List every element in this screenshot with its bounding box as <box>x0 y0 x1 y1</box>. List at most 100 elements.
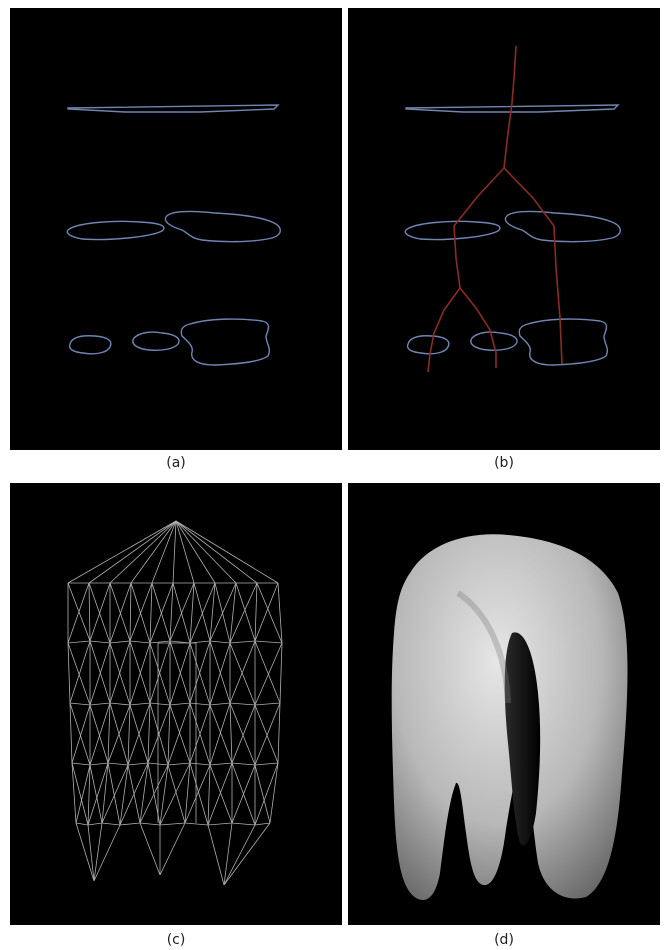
wireframe-edge <box>229 702 256 706</box>
wireframe-edge <box>223 822 233 886</box>
wireframe-edge <box>87 762 109 826</box>
wireframe-edge <box>175 520 237 584</box>
wireframe-edge <box>151 582 171 642</box>
wireframe-edge <box>189 642 211 706</box>
contour-middle-right <box>164 210 281 243</box>
wireframe-edge <box>231 704 256 764</box>
wireframe-edge <box>209 764 233 824</box>
wireframe-edge <box>139 822 161 876</box>
wireframe-edge <box>67 520 177 584</box>
wireframe-edge <box>207 764 211 826</box>
wireframe-edge <box>189 704 211 764</box>
wireframe-edge <box>109 640 131 704</box>
wireframe-edge <box>189 762 211 766</box>
wireframe-edge <box>209 640 231 644</box>
wireframe-edge <box>69 702 73 764</box>
wireframe-edge <box>89 704 109 764</box>
wireframe-edge <box>189 640 211 704</box>
wireframe-edge <box>269 762 279 824</box>
wireframe-edge <box>119 822 141 826</box>
contour-bottom-left <box>68 335 112 355</box>
wireframe-edge <box>149 702 171 706</box>
wireframe-edge <box>175 520 279 584</box>
caption-a: (a) <box>166 455 186 471</box>
wireframe-edge <box>107 702 111 764</box>
wireframe-edge <box>139 762 149 824</box>
skeleton-left-leaf <box>427 287 461 373</box>
wireframe-edge <box>89 582 111 642</box>
wireframe-edge <box>189 702 211 706</box>
wireframe-edge <box>209 762 233 766</box>
wireframe-edge <box>87 822 103 826</box>
wireframe-edge <box>87 764 91 826</box>
contour-middle-left <box>66 220 165 241</box>
wireframe-edge <box>229 640 256 644</box>
wireframe-edge <box>129 640 151 644</box>
wireframe-edge <box>159 764 169 826</box>
wireframe-edge <box>127 702 151 766</box>
wireframe-edge <box>67 582 90 644</box>
wireframe-edge <box>129 582 153 642</box>
wireframe-edge <box>254 640 283 644</box>
wireframe-edge <box>167 702 191 766</box>
wireframe-edge <box>169 704 191 764</box>
contour-bottom-left <box>406 335 450 355</box>
wireframe-edge <box>169 702 191 706</box>
wireframe-edge <box>189 582 216 644</box>
wireframe-edge <box>149 640 171 704</box>
wireframe-edge <box>279 642 283 704</box>
wireframe-edge <box>71 762 77 824</box>
wireframe-edge <box>254 702 281 766</box>
wireframe-edge <box>184 822 209 826</box>
wireframe-edge <box>149 642 171 706</box>
wireframe-edge <box>101 764 129 824</box>
wireframe-edge <box>169 640 191 704</box>
wireframe-edge <box>209 640 231 704</box>
panel-c-wireframe <box>10 483 342 925</box>
wireframe-edge <box>89 764 103 824</box>
wireframe-edge <box>207 822 233 826</box>
wireframe-edge <box>229 640 256 704</box>
contour-bottom-right <box>180 318 271 366</box>
wireframe-edge <box>277 702 281 764</box>
wireframe-edge <box>139 764 169 824</box>
wireframe-edge <box>71 762 91 766</box>
wireframe-edge <box>109 702 131 706</box>
wireframe-edge <box>231 762 256 766</box>
wireframe-edge <box>229 702 256 766</box>
wireframe-edge <box>109 642 131 706</box>
wireframe-edge <box>231 764 256 824</box>
contour-top <box>67 104 280 113</box>
wireframe-edge <box>130 520 177 584</box>
wireframe-edge <box>189 582 195 644</box>
wireframe-edge <box>129 640 151 704</box>
wireframe-edge <box>254 642 283 706</box>
wireframe-edge <box>119 762 149 826</box>
wireframe-edge <box>149 582 174 644</box>
wireframe-edge <box>207 762 233 826</box>
wireframe-edge <box>119 764 129 826</box>
wireframe-edge <box>254 640 281 704</box>
wireframe-edge <box>69 640 91 704</box>
skeleton-trunk <box>503 45 517 169</box>
wireframe-edge <box>193 582 211 642</box>
wireframe-edge <box>109 582 131 642</box>
tooth-groove <box>456 590 511 704</box>
wireframe-edge <box>167 764 186 824</box>
wireframe-edge <box>129 702 151 706</box>
wireframe-edge <box>109 640 131 644</box>
wireframe-edge <box>231 822 256 826</box>
wireframe-edge <box>254 822 271 826</box>
wireframe-edge <box>159 822 186 826</box>
tooth-inner-opening <box>504 632 541 846</box>
panel-a-contours <box>10 8 342 450</box>
wireframe-edge <box>256 582 283 644</box>
wireframe-edge <box>254 702 281 706</box>
contour-skeleton-drawing-b <box>404 45 621 373</box>
wireframe-edge <box>254 704 279 764</box>
wireframe-edge <box>127 704 131 766</box>
wireframe-edge <box>277 582 283 644</box>
caption-c: (c) <box>166 932 186 948</box>
wireframe-edge <box>169 642 191 706</box>
contour-top <box>405 104 620 113</box>
